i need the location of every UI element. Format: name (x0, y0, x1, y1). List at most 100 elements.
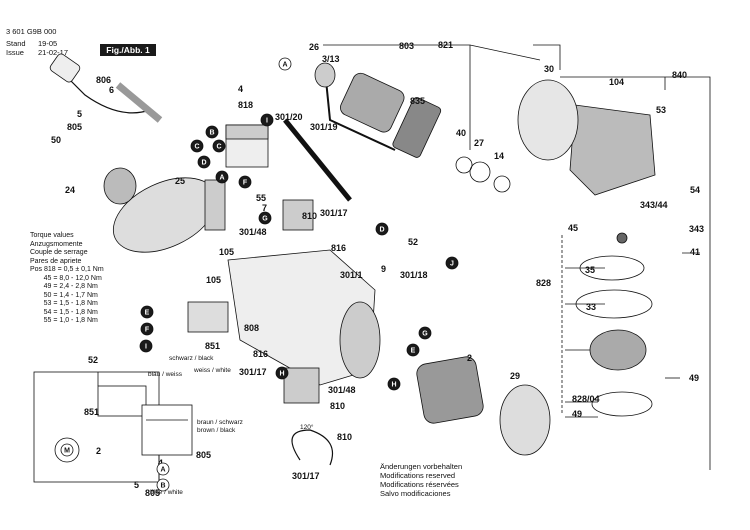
part-number-label: 9 (381, 264, 386, 274)
torque-line: Couple de serrage (30, 249, 88, 256)
part-number-label: 25 (175, 176, 185, 186)
part-number-label: 4 (238, 84, 243, 94)
torque-line: Anzugsmomente (30, 240, 83, 248)
part-number-label: 7 (262, 203, 267, 213)
wire-white-label: weiss / white (193, 367, 231, 374)
callout-letter: I (145, 344, 147, 351)
callout-circle (197, 155, 211, 169)
part-number-label: 851 (84, 407, 99, 417)
part-number-label: 5 (77, 109, 82, 119)
part-number-label: 3/13 (322, 54, 340, 64)
callout-letter: A (219, 175, 224, 182)
torque-line: 53 = 1,5 - 1,8 Nm (30, 300, 98, 307)
callout-letter: A (160, 467, 165, 474)
part-number-label: 805 (196, 450, 211, 460)
bracket-line (560, 76, 711, 470)
torque-line: 49 = 2,4 - 2,8 Nm (30, 283, 98, 290)
part-number-label: 301/19 (310, 122, 338, 132)
part-number-label: 805 (67, 122, 82, 132)
torque-line: 45 = 8,0 - 12,0 Nm (30, 274, 102, 282)
torque-line: 50 = 1,4 - 1,7 Nm (30, 291, 98, 299)
part-number-label: 301/17 (320, 208, 348, 218)
callout-circle (275, 366, 289, 380)
callout-circle (140, 305, 154, 319)
footer-line: Salvo modificaciones (380, 489, 451, 498)
torque-line: Pos 818 = 0,5 ± 0,1 Nm (30, 266, 104, 273)
stand-label: Stand (6, 39, 26, 48)
part-number-label: 49 (689, 373, 699, 383)
callout-circle (375, 222, 389, 236)
part-number-label: 851 (205, 341, 220, 351)
wire-brown-en-label: brown / black (197, 427, 236, 434)
part-number-label: 27 (474, 138, 484, 148)
footer-line: Änderungen vorbehalten (380, 462, 463, 471)
part-number-label: 301/17 (292, 471, 320, 481)
part-number-label: 818 (238, 100, 253, 110)
part-number-label: 816 (331, 243, 346, 253)
part-number-label: 50 (51, 135, 61, 145)
callout-letter: F (145, 327, 150, 334)
part-number-label: 29 (510, 371, 520, 381)
part-number-label: 803 (399, 41, 414, 51)
callout-letter: I (266, 118, 268, 125)
part-number-label: 806 (96, 75, 111, 85)
modifications-note: Änderungen vorbehalten Modifications res… (380, 462, 462, 498)
callout-circle (212, 139, 226, 153)
callout-circle (140, 322, 154, 336)
part-number-label: 26 (309, 42, 319, 52)
part-number-label: 828/04 (572, 394, 600, 404)
part-number-label: 810 (330, 401, 345, 411)
part-number-label: 52 (88, 355, 98, 365)
part-number-label: 6 (109, 85, 114, 95)
callout-circle (260, 113, 274, 127)
part-number-label: 40 (456, 128, 466, 138)
callout-circle (156, 462, 170, 476)
part-number-label: 808 (244, 323, 259, 333)
part-number-label: 45 (568, 223, 578, 233)
part-number-label: 41 (690, 247, 700, 257)
part-number-label: 343/44 (640, 200, 668, 210)
bracket-line (323, 44, 541, 61)
part-number-label: 105 (219, 247, 234, 257)
wire-brown-de-label: braun / schwarz (197, 419, 243, 426)
callout-letter: H (279, 371, 284, 378)
callout-letter: C (194, 144, 199, 151)
callout-letter: A (282, 62, 287, 69)
callout-circle (445, 256, 459, 270)
issue-label: Issue (6, 48, 24, 57)
part-number-label: 54 (690, 185, 700, 195)
bracket-line (533, 44, 561, 70)
part-number-label: 2 (467, 353, 472, 363)
part-number-label: 810 (302, 211, 317, 221)
callout-circle (418, 326, 432, 340)
callout-letter: B (160, 483, 165, 490)
callout-letter: D (201, 160, 206, 167)
callout-letter: E (145, 310, 150, 317)
callout-letter: F (243, 180, 248, 187)
part-number-label: 104 (609, 77, 624, 87)
part-number-label: 30 (544, 64, 554, 74)
part-number-label: 301/1 (340, 270, 363, 280)
wire-blue-white-label: blue / white (150, 489, 183, 496)
part-number-label: 14 (494, 151, 504, 161)
issue-date: 21-02-17 (38, 48, 69, 57)
callout-letter: G (262, 216, 268, 223)
callout-circle (387, 377, 401, 391)
callout-circle (258, 211, 272, 225)
figure-badge: Fig./Abb. 1 (100, 44, 156, 56)
callout-letter: M (64, 448, 70, 455)
callout-letter: D (379, 227, 384, 234)
part-number-label: 810 (337, 432, 352, 442)
part-number-label: 301/48 (239, 227, 267, 237)
torque-line: 54 = 1,5 - 1,8 Nm (30, 308, 98, 316)
part-number-label: 35 (585, 265, 595, 275)
part-number-label: 4 (158, 458, 163, 468)
footer-line: Modifications reserved (380, 471, 456, 480)
wire-blue-label: blau / weiss (148, 371, 183, 378)
callout-letter: G (422, 331, 428, 338)
callout-circle (139, 339, 153, 353)
stand-date: 19-05 (38, 39, 58, 48)
